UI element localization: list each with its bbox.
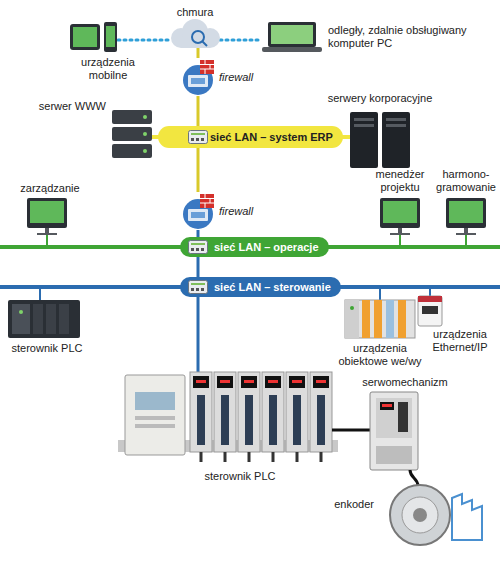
device-label: menedżer projektu	[370, 168, 430, 194]
switch-holder	[188, 280, 208, 294]
firewall-node: firewall	[180, 58, 253, 96]
network-link	[197, 257, 200, 277]
lan-band: sieć LAN – operacje	[180, 237, 329, 257]
device-label: zarządzanie	[10, 182, 90, 195]
lan-band: sieć LAN – sterowanie	[180, 277, 341, 297]
device-label: harmono- gramowanie	[436, 168, 496, 194]
network-link	[197, 230, 200, 237]
firewall-label: firewall	[219, 205, 253, 218]
network-label: sieć LAN – operacje	[214, 241, 319, 254]
device-label: enkoder	[318, 498, 374, 511]
switch-holder	[188, 130, 208, 144]
switch-holder	[188, 240, 208, 254]
device-label: urządzenia mobilne	[68, 56, 148, 82]
switch-icon	[188, 130, 208, 144]
firewall-icon	[180, 58, 216, 96]
device-label: urządzenia Ethernet/IP	[424, 328, 496, 354]
firewall-icon	[180, 192, 216, 230]
network-label: sieć LAN – system ERP	[210, 131, 333, 144]
device-label: serwomechanizm	[345, 376, 465, 389]
device-label: sterownik PLC	[4, 342, 90, 355]
device-label: sterownik PLC	[185, 470, 295, 483]
network-link	[197, 96, 200, 126]
lan-band: sieć LAN – system ERP	[158, 126, 343, 148]
network-link	[197, 148, 200, 192]
firewall-label: firewall	[219, 71, 253, 84]
device-label: serwery korporacyjne	[318, 92, 442, 105]
switch-icon	[188, 280, 208, 294]
device-label: urządzenia obiektowe we/wy	[338, 342, 422, 368]
firewall-node: firewall	[180, 192, 253, 230]
device-label: odległy, zdalnie obsługiwany komputer PC	[328, 24, 493, 50]
device-label: serwer WWW	[22, 100, 106, 113]
network-label: sieć LAN – sterowanie	[214, 281, 331, 294]
switch-icon	[188, 240, 208, 254]
device-label: chmura	[165, 6, 225, 19]
